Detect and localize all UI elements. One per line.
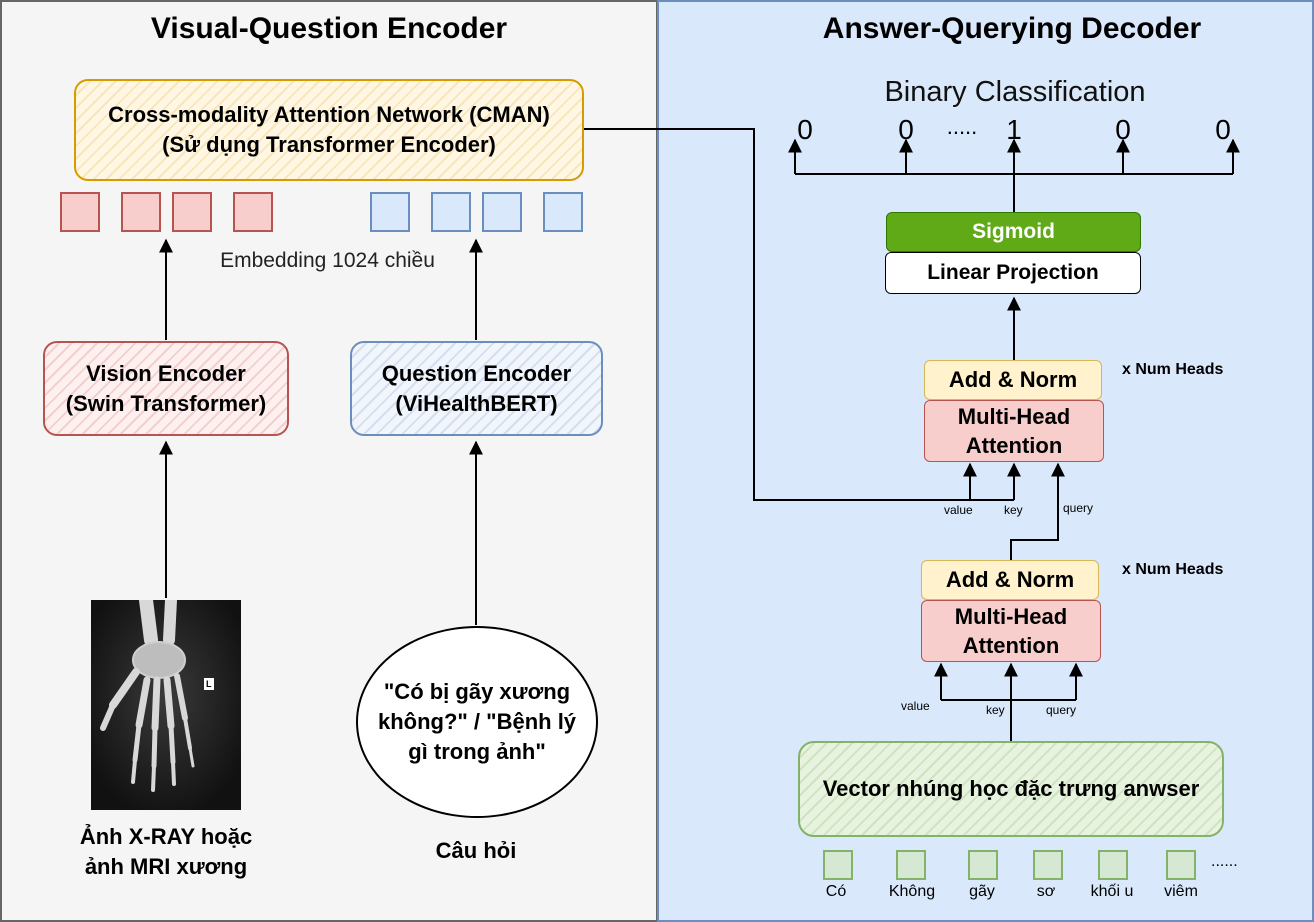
- question-bubble-line1: "Có bị gãy xương: [383, 679, 571, 704]
- image-embedding-token: [60, 192, 100, 232]
- question-encoder-line1: Question Encoder: [381, 360, 572, 386]
- answer-token-label: viêm: [1164, 883, 1198, 900]
- image-embedding-token: [172, 192, 212, 232]
- answer-token-square: [1098, 850, 1128, 880]
- xray-marker: L: [206, 679, 212, 689]
- lower-key-label: key: [986, 703, 1005, 717]
- answer-vector-box: Vector nhúng học đặc trưng anwser: [798, 741, 1224, 837]
- upper-add-norm: Add & Norm: [924, 360, 1102, 400]
- question-embedding-token: [370, 192, 410, 232]
- cman-box: Cross-modality Attention Network (CMAN) …: [74, 79, 584, 181]
- binary-output: 0: [1215, 114, 1231, 145]
- linear-projection-box: Linear Projection: [885, 252, 1141, 294]
- binary-output: 0: [797, 114, 813, 145]
- answer-token-label: gãy: [969, 883, 995, 900]
- decoder-title: Answer-Querying Decoder: [822, 12, 1202, 45]
- upper-key-label: key: [1004, 503, 1023, 517]
- answer-token-label: sơ: [1036, 883, 1056, 900]
- cman-line2: (Sử dụng Transformer Encoder): [162, 132, 496, 157]
- answer-token-square: [968, 850, 998, 880]
- answer-token-label: Không: [888, 883, 936, 900]
- question-caption: Câu hỏi: [435, 838, 517, 863]
- image-caption-line2: ảnh MRI xương: [84, 854, 248, 879]
- upper-mha-line2: Attention: [965, 433, 1063, 458]
- answer-token-label: khối u: [1090, 883, 1134, 900]
- question-bubble-line3: gì trong ảnh": [408, 739, 546, 764]
- upper-value-label: value: [944, 503, 973, 517]
- sigmoid-box: Sigmoid: [886, 212, 1141, 252]
- upper-multi-head-attention: Multi-Head Attention: [924, 400, 1104, 462]
- answer-token-label: Có: [825, 883, 847, 900]
- lower-query-label: query: [1046, 703, 1077, 717]
- answer-token-square: [896, 850, 926, 880]
- upper-repeat-label: x Num Heads: [1122, 361, 1224, 378]
- question-embedding-token: [431, 192, 471, 232]
- upper-mha-line1: Multi-Head: [957, 404, 1071, 429]
- upper-query-label: query: [1063, 501, 1094, 515]
- binary-output: 0: [898, 114, 914, 145]
- lower-mha-line1: Multi-Head: [954, 604, 1068, 629]
- binary-output: 0: [1115, 114, 1131, 145]
- binary-classification-title: Binary Classification: [884, 76, 1146, 108]
- question-encoder-line2: (ViHealthBERT): [395, 390, 558, 416]
- image-embedding-token: [233, 192, 273, 232]
- vision-encoder-line1: Vision Encoder: [86, 360, 246, 386]
- lower-add-norm: Add & Norm: [921, 560, 1099, 600]
- image-caption: Ảnh X-RAY hoặc ảnh MRI xương: [40, 822, 292, 882]
- binary-output: 1: [1006, 114, 1022, 145]
- image-caption-line1: Ảnh X-RAY hoặc: [79, 824, 253, 849]
- embedding-label: Embedding 1024 chiều: [220, 249, 435, 272]
- encoder-title: Visual-Question Encoder: [150, 12, 508, 45]
- vision-encoder-box: Vision Encoder (Swin Transformer): [43, 341, 289, 436]
- answer-tokens-more: ......: [1211, 853, 1238, 870]
- vision-encoder-line2: (Swin Transformer): [65, 390, 267, 416]
- hand-xray-icon: [91, 600, 241, 810]
- question-bubble-line2: không?" / "Bệnh lý: [377, 709, 577, 734]
- lower-multi-head-attention: Multi-Head Attention: [921, 600, 1101, 662]
- xray-image: L: [91, 600, 241, 810]
- cman-line1: Cross-modality Attention Network (CMAN): [108, 102, 550, 127]
- lower-value-label: value: [901, 699, 930, 713]
- image-embedding-token: [121, 192, 161, 232]
- lower-repeat-label: x Num Heads: [1122, 561, 1224, 578]
- question-embedding-token: [482, 192, 522, 232]
- answer-token-square: [1033, 850, 1063, 880]
- question-encoder-box: Question Encoder (ViHealthBERT): [350, 341, 603, 436]
- question-embedding-token: [543, 192, 583, 232]
- answer-token-square: [823, 850, 853, 880]
- answer-token-square: [1166, 850, 1196, 880]
- lower-mha-line2: Attention: [962, 633, 1060, 658]
- question-bubble: "Có bị gãy xương không?" / "Bệnh lý gì t…: [356, 626, 598, 818]
- binary-ellipsis: .....: [946, 114, 978, 139]
